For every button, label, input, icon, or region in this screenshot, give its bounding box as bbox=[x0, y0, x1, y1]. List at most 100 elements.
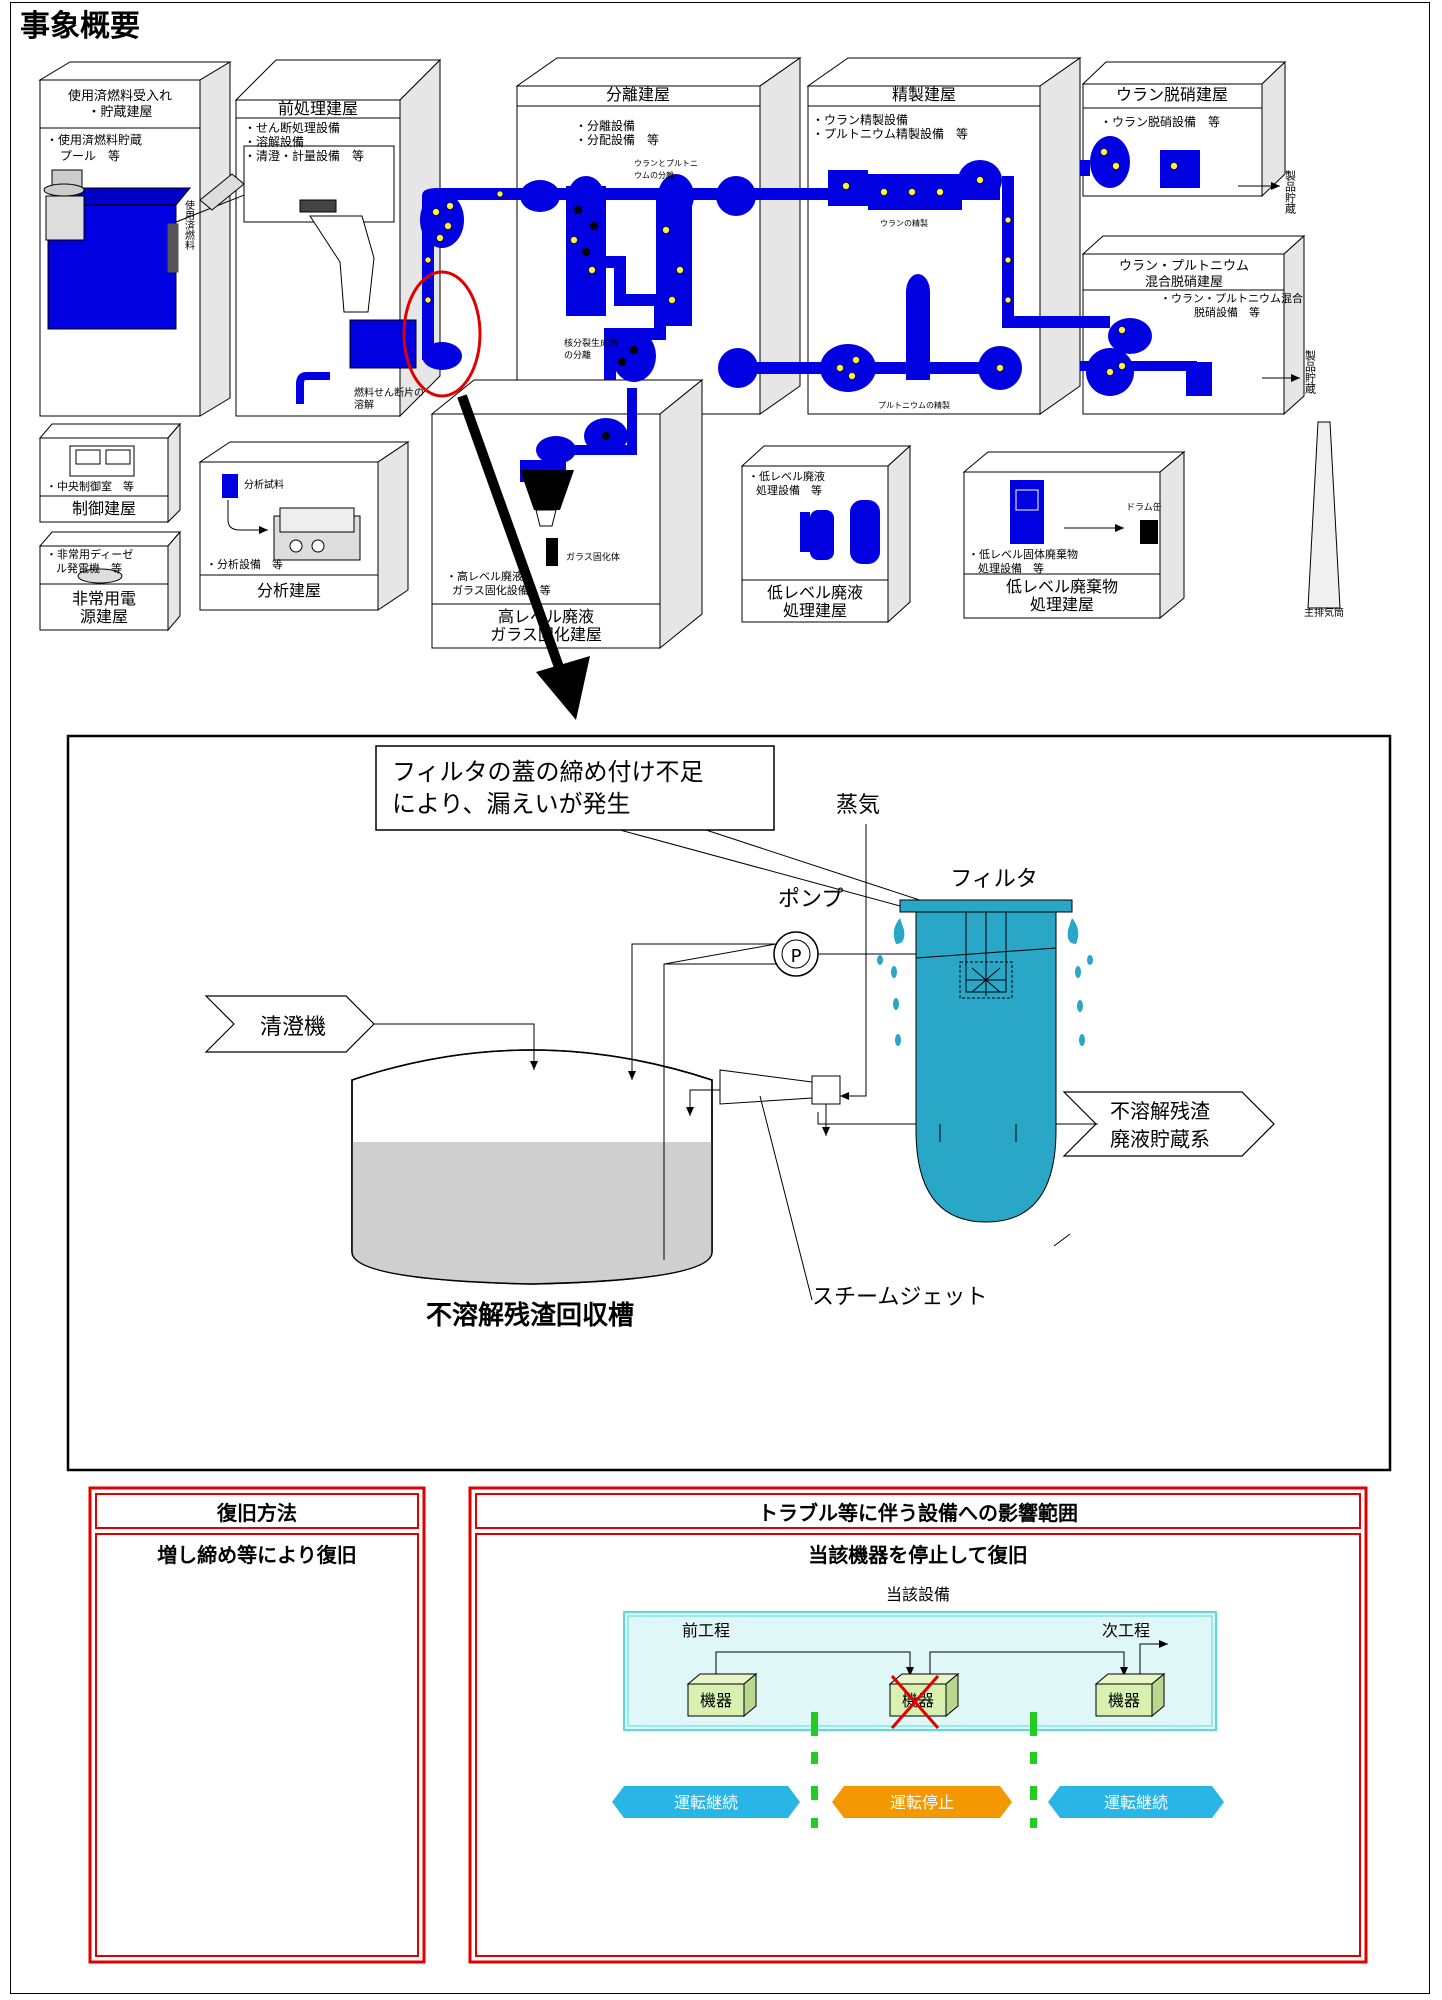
dissolve-label-2: 溶解 bbox=[354, 398, 374, 411]
status-left-label: 運転継続 bbox=[674, 1793, 738, 1812]
pump-label: ポンプ bbox=[778, 887, 843, 912]
purification-item-1: ・プルトニウム精製設備 等 bbox=[812, 126, 968, 141]
boundary-markers bbox=[811, 1712, 1037, 1828]
impact-body: 当該機器を停止して復旧 bbox=[808, 1543, 1027, 1567]
main-stack bbox=[1307, 421, 1341, 609]
filter-vessel bbox=[899, 899, 1073, 1223]
fp-sep-2: の分離 bbox=[564, 349, 591, 361]
llw-solid-name-l2: 処理建屋 bbox=[1030, 595, 1094, 614]
u-pu-sep-2: ウムの分離 bbox=[634, 170, 674, 180]
stack-label: 主排気筒 bbox=[1304, 606, 1344, 619]
pretreat-item-0: ・せん断処理設備 bbox=[244, 120, 340, 135]
status-right bbox=[1048, 1786, 1224, 1818]
receive-item2: プール 等 bbox=[60, 149, 120, 163]
building-u-denitration bbox=[1081, 60, 1287, 198]
page-title: 事象概要 bbox=[20, 9, 140, 44]
receive-name-l1: 使用済燃料受入れ bbox=[68, 88, 172, 104]
plant-labels: 使用済燃料受入れ ・貯蔵建屋 ・使用済燃料貯蔵 プール 等 使用済燃料 前処理建… bbox=[46, 85, 1344, 644]
status-left bbox=[612, 1786, 800, 1818]
product-storage-2: 製品貯蔵 bbox=[1304, 349, 1317, 395]
analysis-name: 分析建屋 bbox=[257, 581, 321, 600]
emergency-name-l1: 非常用電 bbox=[72, 589, 136, 608]
mox-item2: 脱硝設備 等 bbox=[1194, 305, 1260, 319]
llw-liquid-name-l2: 処理建屋 bbox=[783, 601, 847, 620]
mox-name-l2: 混合脱硝建屋 bbox=[1145, 275, 1223, 290]
impact-section: トラブル等に伴う設備への影響範囲 当該機器を停止して復旧 当該設備 前工程 次工… bbox=[468, 1486, 1368, 1964]
status-right-label: 運転継続 bbox=[1104, 1793, 1168, 1812]
separation-item-0: ・分離設備 bbox=[575, 118, 635, 133]
building-control bbox=[38, 422, 182, 524]
storage-line1: 不溶解残渣 bbox=[1110, 1099, 1210, 1123]
llw-solid-item2: 処理設備 等 bbox=[978, 561, 1044, 575]
control-name: 制御建屋 bbox=[72, 499, 136, 518]
plant-overview bbox=[38, 57, 1341, 650]
u-pu-sep-1: ウランとプルトニ bbox=[634, 159, 698, 168]
next-process: 次工程 bbox=[1102, 1621, 1150, 1640]
process-flow bbox=[420, 136, 1212, 482]
building-separation bbox=[515, 57, 802, 415]
receive-name-l2: ・貯蔵建屋 bbox=[87, 105, 152, 120]
page-frame bbox=[10, 2, 1430, 1994]
steam-jet-body bbox=[811, 1075, 841, 1105]
steam-jet-label: スチームジェット bbox=[812, 1285, 987, 1310]
incident-highlight bbox=[402, 270, 482, 398]
stop-cross-icon bbox=[890, 1675, 940, 1729]
device-2: 機器 bbox=[888, 1672, 960, 1729]
device-1: 機器 bbox=[686, 1672, 758, 1718]
u-denitration-name: ウラン脱硝建屋 bbox=[1116, 85, 1228, 104]
clarifier-label: 清澄機 bbox=[260, 1015, 326, 1040]
emergency-item2: ル発電機 等 bbox=[56, 561, 122, 575]
steam-label: 蒸気 bbox=[836, 793, 880, 818]
emergency-item1: ・非常用ディーゼ bbox=[46, 547, 133, 561]
u-denitration-item: ・ウラン脱硝設備 等 bbox=[1100, 114, 1220, 129]
recovery-body: 増し締め等により復旧 bbox=[157, 1543, 357, 1567]
drum-label: ドラム缶 bbox=[1126, 501, 1162, 513]
mox-name-l1: ウラン・プルトニウム bbox=[1119, 259, 1249, 274]
zoom-arrow bbox=[457, 394, 590, 720]
analysis-equipment bbox=[222, 474, 361, 561]
hlw-item1: ・高レベル廃液 bbox=[446, 569, 523, 583]
process-particles bbox=[424, 148, 1178, 380]
facility-label: 当該設備 bbox=[886, 1585, 950, 1604]
fp-sep-1: 核分裂生成物 bbox=[564, 337, 618, 349]
device-3-label: 機器 bbox=[1108, 1691, 1140, 1710]
analysis-sample: 分析試料 bbox=[244, 478, 284, 491]
llw-solid-name-l1: 低レベル廃棄物 bbox=[1006, 577, 1118, 596]
process-black-particles bbox=[574, 206, 638, 440]
building-llw-solid bbox=[962, 450, 1186, 620]
impact-header: トラブル等に伴う設備への影響範囲 bbox=[758, 1501, 1078, 1525]
leak-drops bbox=[877, 918, 1093, 1046]
storage-line2: 廃液貯蔵系 bbox=[1110, 1127, 1210, 1151]
filter-label: フィルタ bbox=[950, 867, 1038, 892]
pretreat-name: 前処理建屋 bbox=[278, 99, 358, 118]
mox-item1: ・ウラン・プルトニウム混合 bbox=[1160, 291, 1303, 305]
callout-box bbox=[375, 745, 775, 831]
pretreat-item-1: ・溶解設備 bbox=[244, 134, 304, 149]
device-3: 機器 bbox=[1094, 1672, 1166, 1718]
recovery-tank bbox=[351, 1049, 713, 1285]
building-analysis bbox=[198, 441, 410, 611]
vitrification bbox=[520, 470, 574, 566]
pump-symbol: P bbox=[791, 946, 802, 967]
dissolve-label-1: 燃料せん断片の bbox=[354, 386, 424, 399]
control-item: ・中央制御室 等 bbox=[46, 479, 134, 493]
detail-panel: フィルタの蓋の締め付け不足 により、漏えいが発生 不溶解残渣回収槽 清澄機 P … bbox=[66, 734, 1392, 1472]
status-mid-label: 運転停止 bbox=[890, 1793, 954, 1812]
purification-item-0: ・ウラン精製設備 bbox=[812, 112, 908, 127]
recovery-section: 復旧方法 増し締め等により復旧 bbox=[88, 1486, 426, 1964]
callout-line2: により、漏えいが発生 bbox=[392, 790, 631, 818]
purification-name: 精製建屋 bbox=[892, 85, 956, 104]
status-mid bbox=[832, 1786, 1012, 1818]
llw-solid-item1: ・低レベル固体廃棄物 bbox=[968, 547, 1078, 561]
clarifier-tag bbox=[204, 995, 375, 1053]
pretreat-item-2: ・清澄・計量設備 等 bbox=[244, 148, 364, 163]
emergency-name-l2: 源建屋 bbox=[80, 607, 128, 626]
prev-process: 前工程 bbox=[682, 1621, 730, 1640]
separation-name: 分離建屋 bbox=[606, 85, 670, 104]
analysis-item: ・分析設備 等 bbox=[206, 557, 283, 571]
building-emergency bbox=[38, 530, 182, 632]
receive-item1: ・使用済燃料貯蔵 bbox=[46, 132, 142, 147]
product-storage-1: 製品貯蔵 bbox=[1284, 169, 1297, 215]
llw-liquid-name-l1: 低レベル廃液 bbox=[767, 583, 863, 602]
